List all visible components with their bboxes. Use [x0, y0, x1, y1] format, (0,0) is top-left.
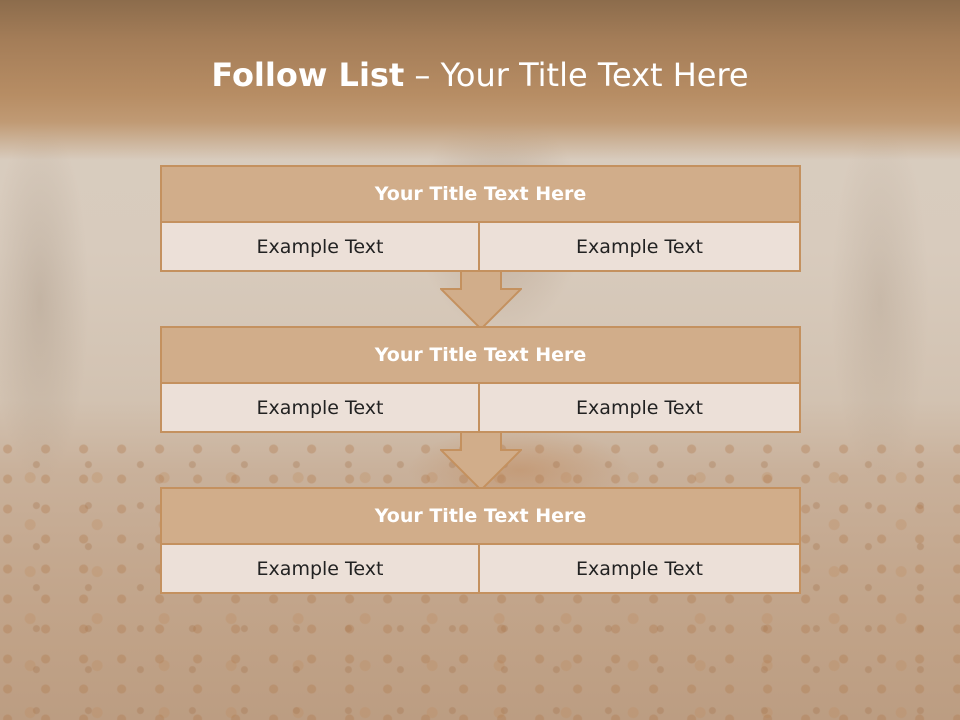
title-band — [0, 0, 960, 160]
block-title: Your Title Text Here — [160, 487, 801, 545]
block-title: Your Title Text Here — [160, 165, 801, 223]
slide-title-dash: – — [414, 56, 431, 94]
block-row: Example Text Example Text — [160, 384, 801, 433]
block-row: Example Text Example Text — [160, 223, 801, 272]
block-row: Example Text Example Text — [160, 545, 801, 594]
down-arrow-icon — [440, 431, 522, 492]
slide-title-rest: Your Title Text Here — [440, 56, 749, 94]
list-block-3: Your Title Text Here Example Text Exampl… — [160, 487, 801, 594]
block-title: Your Title Text Here — [160, 326, 801, 384]
slide-title-bold: Follow List — [211, 56, 405, 94]
slide-title: Follow List – Your Title Text Here — [0, 52, 960, 98]
block-cell-right: Example Text — [480, 545, 801, 594]
down-arrow-icon — [440, 270, 522, 331]
block-cell-left: Example Text — [160, 223, 480, 272]
list-block-2: Your Title Text Here Example Text Exampl… — [160, 326, 801, 433]
block-cell-right: Example Text — [480, 223, 801, 272]
list-block-1: Your Title Text Here Example Text Exampl… — [160, 165, 801, 272]
block-cell-left: Example Text — [160, 384, 480, 433]
block-cell-right: Example Text — [480, 384, 801, 433]
block-cell-left: Example Text — [160, 545, 480, 594]
